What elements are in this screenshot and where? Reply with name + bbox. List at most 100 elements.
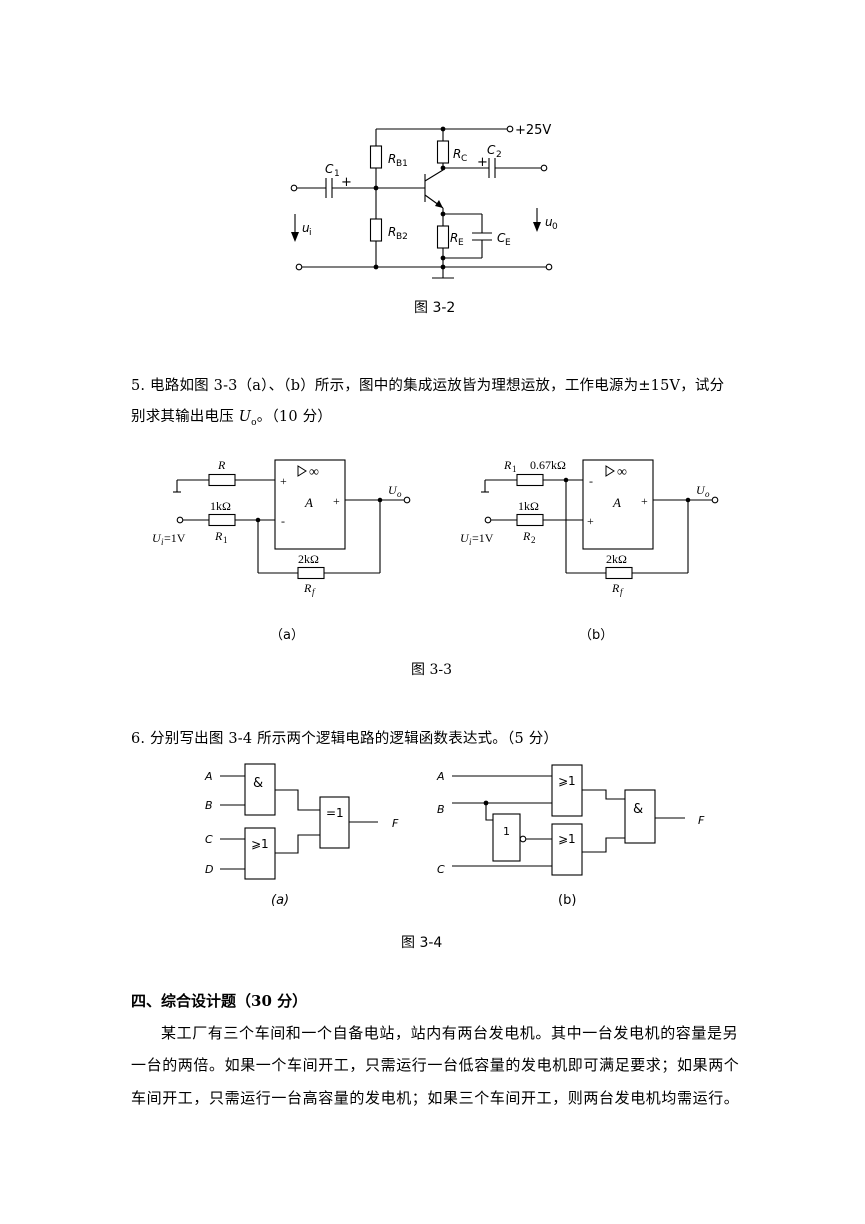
not-gate-b-symbol: 1 [503, 825, 510, 838]
q5-uo: U [238, 409, 252, 425]
r2-b-sub: 2 [531, 535, 536, 545]
ui-b-sub: i [469, 537, 472, 547]
opamp-b-plus-pin: + [587, 514, 594, 528]
output-a-F: F [392, 817, 399, 830]
r1-a [208, 513, 236, 527]
uo-a-sub: o [397, 489, 402, 499]
opamp-b-label: A [612, 495, 621, 510]
rf-a [297, 566, 325, 580]
rf-a-name: R [303, 581, 312, 595]
figure-3-3-circuit: ∞ A + - + R 1kΩ R 1 U i =1V 2kΩ R f [152, 458, 719, 597]
and-gate-b [624, 789, 656, 844]
opamp-a-minus-pin: - [281, 514, 285, 528]
figure-3-4-caption: 图 3-4 [401, 935, 443, 951]
figure-3-4a-caption: (a) [271, 893, 289, 908]
ui-sub: i [309, 228, 312, 238]
section-4-para-line1: 某工厂有三个车间和一个自备电站，站内有两台发电机。其中一台发电机的容量是另 [161, 1024, 739, 1042]
or-gate-b-top [551, 764, 583, 817]
r1-a-value: 1kΩ [210, 499, 231, 513]
figure-3-2-caption: 图 3-2 [414, 300, 456, 316]
question-5-line2: 别求其输出电压 Uo。（10 分） [131, 405, 332, 428]
rc-sub: C [461, 154, 467, 164]
opamp-b-minus-pin: - [589, 474, 593, 488]
ce-sub: E [505, 238, 511, 248]
ui-a-value: =1V [164, 531, 186, 545]
q5-uo-sub: o [251, 417, 257, 428]
opamp-b-inf: ∞ [617, 465, 627, 480]
r1-a-name: R [214, 529, 223, 543]
opamp-a [274, 459, 346, 550]
c1-plus: + [341, 175, 352, 190]
figure-3-4b-caption: (b) [558, 893, 577, 908]
and-gate-a-symbol: & [253, 776, 263, 791]
figure-3-2-circuit: +25V R B1 R B2 C 1 + R C C 2 + R E [290, 123, 558, 279]
rb1-sub: B1 [396, 159, 408, 169]
re-resistor [436, 225, 450, 249]
ui-b: U [460, 531, 470, 545]
output-b-F: F [698, 814, 705, 827]
input-a-B: B [205, 799, 213, 812]
figure-3-3-caption: 图 3-3 [411, 662, 452, 678]
section-4-para-line2: 一台的两倍。如果一个车间开工，只需运行一台低容量的发电机即可满足要求；如果两个 [131, 1056, 740, 1074]
uo-label: u [545, 215, 553, 229]
rc-label: R [453, 147, 461, 161]
rb2-label: R [388, 225, 396, 239]
ui-label: u [302, 221, 310, 235]
and-gate-b-symbol: & [633, 802, 643, 817]
figure-3-4a-caption-text: (a) [271, 893, 290, 908]
rf-b-name: R [611, 581, 620, 595]
or-gate-b-top-symbol: ⩾1 [558, 774, 576, 788]
uo-sub: 0 [552, 222, 558, 232]
ui-a-sub: i [161, 537, 164, 547]
or-gate-b-bottom-symbol: ⩾1 [558, 832, 576, 846]
figure-3-3a-caption: （a） [270, 628, 304, 643]
question-6-line1: 6. 分别写出图 3-4 所示两个逻辑电路的逻辑函数表达式。（5 分） [131, 731, 559, 747]
opamp-a-inf: ∞ [309, 465, 319, 480]
rb1-label: R [388, 152, 396, 166]
logic-circuit-b: A B C ⩾1 1 ⩾1 & F [436, 764, 705, 876]
or-gate-b-bottom [551, 823, 583, 876]
r1-a-sub: 1 [223, 535, 228, 545]
r1-b-value: 0.67kΩ [530, 458, 566, 472]
c1-sub: 1 [334, 169, 340, 179]
opamp-a-label: A [304, 495, 313, 510]
input-b-C: C [437, 863, 445, 876]
q5-score: 。（10 分） [256, 409, 332, 425]
re-sub: E [458, 238, 464, 248]
section-4-heading: 四、综合设计题（30 分） [131, 992, 308, 1010]
rf-b-sub: f [620, 587, 624, 597]
input-a-C: C [205, 833, 213, 846]
re-label: R [450, 231, 458, 245]
uo-a: U [388, 483, 398, 497]
figure-3-3b-caption: （b） [579, 628, 614, 643]
r2-b-value: 1kΩ [518, 499, 539, 513]
rc-resistor [436, 140, 450, 164]
rf-b-value: 2kΩ [606, 552, 627, 566]
opamp-a-out-pin: + [333, 494, 340, 508]
c1-label: C [325, 162, 334, 176]
r-a-ground [208, 473, 236, 487]
input-b-B: B [437, 803, 445, 816]
input-a-D: D [205, 863, 213, 876]
ui-b-value: =1V [472, 531, 494, 545]
rb1-resistor [369, 145, 383, 169]
c2-label: C [487, 143, 496, 157]
c2-plus: + [477, 155, 488, 170]
input-a-A: A [204, 770, 213, 783]
section-4-para-line3: 车间开工，只需运行一台高容量的发电机；如果三个车间开工，则两台发电机均需运行。 [131, 1089, 740, 1107]
r2-b-name: R [522, 529, 531, 543]
uo-b: U [696, 483, 706, 497]
rb2-resistor [369, 218, 383, 242]
input-b-A: A [436, 770, 445, 783]
rf-a-sub: f [312, 587, 316, 597]
r1-b-sub: 1 [512, 464, 517, 474]
figure-3-4-circuit: A B C D & ⩾1 =1 F A B C ⩾1 1 ⩾1 [204, 763, 705, 880]
rb2-sub: B2 [396, 232, 408, 242]
r1-b-name: R [503, 458, 512, 472]
opamp-b [582, 459, 654, 550]
circuit-3-3a: ∞ A + - + R 1kΩ R 1 U i =1V 2kΩ R f [152, 458, 411, 597]
rf-b [605, 566, 633, 580]
q5-text: 别求其输出电压 [131, 409, 239, 425]
r2-b [516, 513, 544, 527]
c2-sub: 2 [496, 150, 502, 160]
